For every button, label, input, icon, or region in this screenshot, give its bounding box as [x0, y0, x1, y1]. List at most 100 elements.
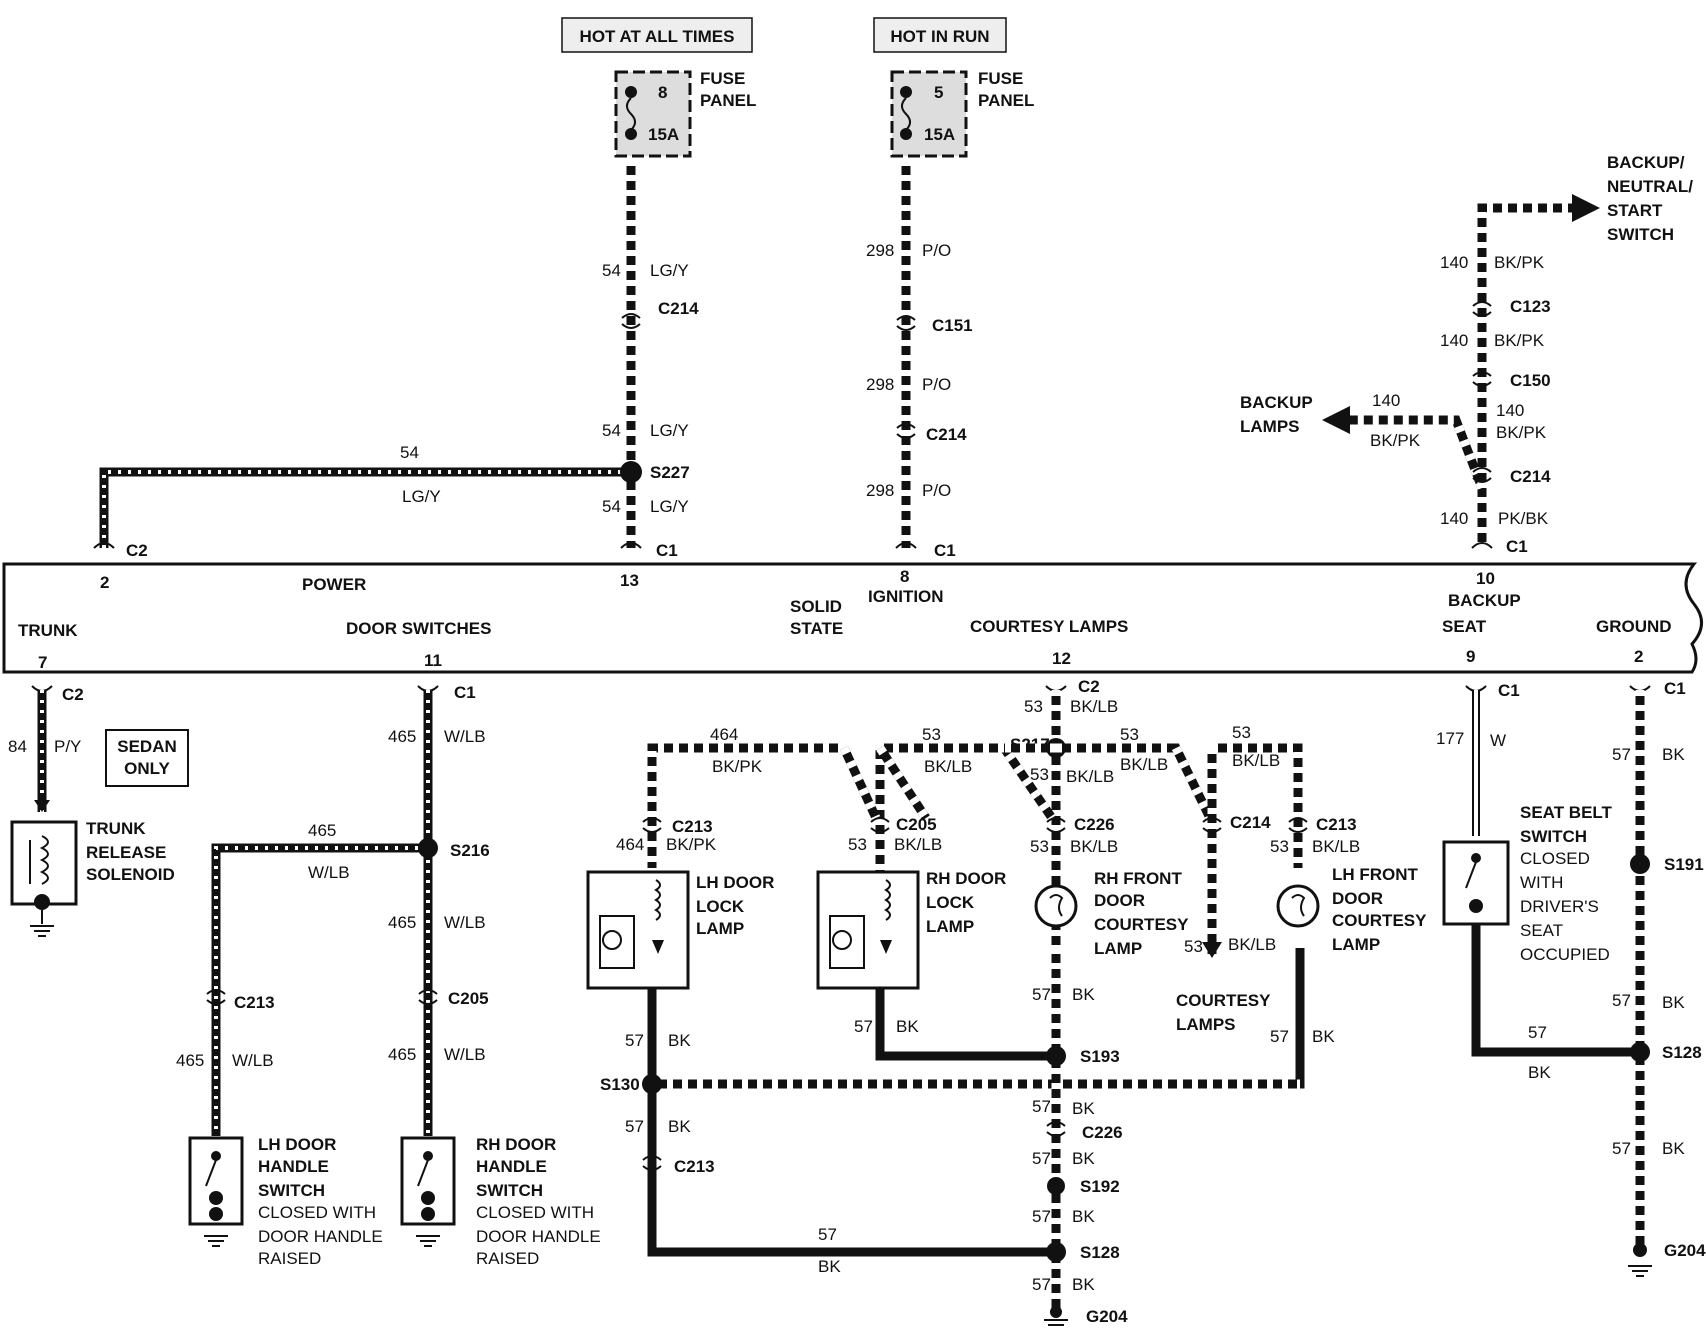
svg-text:G204: G204 [1664, 1241, 1706, 1260]
trunk-release-solenoid-label: TRUNK RELEASE SOLENOID [86, 819, 175, 884]
lh-door-lock-lamp-label: LH DOOR LOCK LAMP [696, 873, 774, 938]
svg-text:C123: C123 [1510, 297, 1551, 316]
svg-text:W/LB: W/LB [444, 1045, 486, 1064]
rh-front-door-courtesy-lamp-label: RH FRONT DOOR COURTESY LAMP [1094, 869, 1189, 958]
svg-text:DOOR HANDLE: DOOR HANDLE [258, 1227, 383, 1246]
lh-door-handle-switch [188, 1136, 244, 1247]
svg-text:SWITCH: SWITCH [258, 1181, 325, 1200]
svg-text:C1: C1 [934, 541, 956, 560]
svg-text:LH FRONT: LH FRONT [1332, 865, 1419, 884]
svg-text:C150: C150 [1510, 371, 1551, 390]
svg-text:LAMPS: LAMPS [1176, 1015, 1236, 1034]
svg-text:S193: S193 [1080, 1047, 1120, 1066]
svg-text:298: 298 [866, 375, 894, 394]
svg-text:53: 53 [1270, 837, 1289, 856]
svg-text:LAMP: LAMP [926, 917, 974, 936]
svg-text:LAMP: LAMP [1332, 935, 1380, 954]
svg-text:54: 54 [602, 421, 621, 440]
svg-text:177: 177 [1436, 729, 1464, 748]
svg-text:C214: C214 [1230, 813, 1271, 832]
rh-door-lock-lamp [816, 870, 920, 990]
fuse-panel-label: FUSE [978, 69, 1023, 88]
svg-text:BACKUP/: BACKUP/ [1607, 153, 1685, 172]
svg-text:BK/LB: BK/LB [1312, 837, 1360, 856]
svg-text:W/LB: W/LB [444, 727, 486, 746]
svg-text:STATE: STATE [790, 619, 843, 638]
wire-140 [1322, 194, 1600, 548]
splice-s130 [642, 1074, 662, 1094]
svg-text:C1: C1 [1506, 537, 1528, 556]
svg-text:LH DOOR: LH DOOR [696, 873, 774, 892]
top-connectors [93, 542, 1493, 549]
svg-text:C1: C1 [656, 541, 678, 560]
svg-text:C213: C213 [1316, 815, 1357, 834]
svg-text:LG/Y: LG/Y [650, 261, 689, 280]
svg-text:BK/PK: BK/PK [1370, 431, 1421, 450]
svg-text:S227: S227 [650, 463, 690, 482]
svg-text:LG/Y: LG/Y [650, 421, 689, 440]
courtesy-lamps-label: COURTESY LAMPS [1176, 991, 1271, 1034]
svg-text:LH DOOR: LH DOOR [258, 1135, 336, 1154]
svg-text:SEAT BELT: SEAT BELT [1520, 803, 1613, 822]
svg-text:BK: BK [1528, 1063, 1551, 1082]
power-label: POWER [302, 575, 366, 594]
svg-text:RH DOOR: RH DOOR [926, 869, 1006, 888]
connector-c150 [1472, 371, 1492, 387]
splice-s191 [1630, 854, 1650, 874]
svg-text:C226: C226 [1074, 815, 1115, 834]
wire-84 [34, 690, 50, 812]
svg-text:G204: G204 [1086, 1307, 1128, 1326]
svg-text:C1: C1 [1498, 681, 1520, 700]
seat-belt-switch-label: SEAT BELT SWITCH CLOSED WITH DRIVER'S SE… [1520, 803, 1613, 964]
svg-text:57: 57 [1032, 1275, 1051, 1294]
svg-text:57: 57 [1032, 1149, 1051, 1168]
svg-text:57: 57 [818, 1225, 837, 1244]
svg-text:465: 465 [388, 1045, 416, 1064]
svg-text:C214: C214 [1510, 467, 1551, 486]
rh-door-lock-lamp-label: RH DOOR LOCK LAMP [926, 869, 1006, 936]
lh-door-lock-lamp [586, 870, 690, 990]
connector-c205 [870, 817, 890, 833]
svg-text:NEUTRAL/: NEUTRAL/ [1607, 177, 1693, 196]
svg-text:HANDLE: HANDLE [258, 1157, 329, 1176]
svg-text:53: 53 [848, 835, 867, 854]
svg-text:P/O: P/O [922, 241, 951, 260]
svg-text:WITH: WITH [1520, 873, 1563, 892]
svg-text:57: 57 [1032, 985, 1051, 1004]
svg-text:CLOSED WITH: CLOSED WITH [258, 1203, 376, 1222]
svg-text:LAMPS: LAMPS [1240, 417, 1300, 436]
sedan-only-box: SEDAN ONLY [105, 729, 189, 787]
svg-text:BK/PK: BK/PK [712, 757, 763, 776]
fuse-8: 8 15A [614, 70, 692, 158]
svg-text:DOOR HANDLE: DOOR HANDLE [476, 1227, 601, 1246]
svg-text:W/LB: W/LB [308, 863, 350, 882]
svg-text:BK: BK [896, 1017, 919, 1036]
svg-text:2: 2 [100, 573, 109, 592]
svg-text:54: 54 [602, 261, 621, 280]
svg-text:140: 140 [1372, 391, 1400, 410]
svg-text:C213: C213 [674, 1157, 715, 1176]
svg-text:C2: C2 [1078, 677, 1100, 696]
svg-text:COURTESY: COURTESY [1094, 915, 1189, 934]
svg-text:57: 57 [1032, 1097, 1051, 1116]
splice-s216 [418, 838, 438, 858]
svg-text:465: 465 [176, 1051, 204, 1070]
wire-464 [647, 743, 1303, 958]
svg-text:LAMP: LAMP [696, 919, 744, 938]
trunk-release-solenoid [10, 820, 78, 937]
svg-text:8: 8 [658, 83, 667, 102]
splice-s227 [620, 461, 642, 483]
svg-text:57: 57 [1612, 745, 1631, 764]
svg-text:54: 54 [400, 443, 419, 462]
connector-c226 [1046, 1121, 1066, 1137]
svg-text:140: 140 [1440, 331, 1468, 350]
svg-text:53: 53 [1024, 697, 1043, 716]
svg-text:C151: C151 [932, 316, 973, 335]
svg-text:298: 298 [866, 241, 894, 260]
backup-lamps-label: BACKUP LAMPS [1240, 393, 1313, 436]
svg-text:C205: C205 [448, 989, 489, 1008]
svg-text:C1: C1 [1664, 679, 1686, 698]
svg-text:9: 9 [1466, 647, 1475, 666]
svg-text:HOT AT ALL TIMES: HOT AT ALL TIMES [580, 27, 735, 46]
svg-text:298: 298 [866, 481, 894, 500]
